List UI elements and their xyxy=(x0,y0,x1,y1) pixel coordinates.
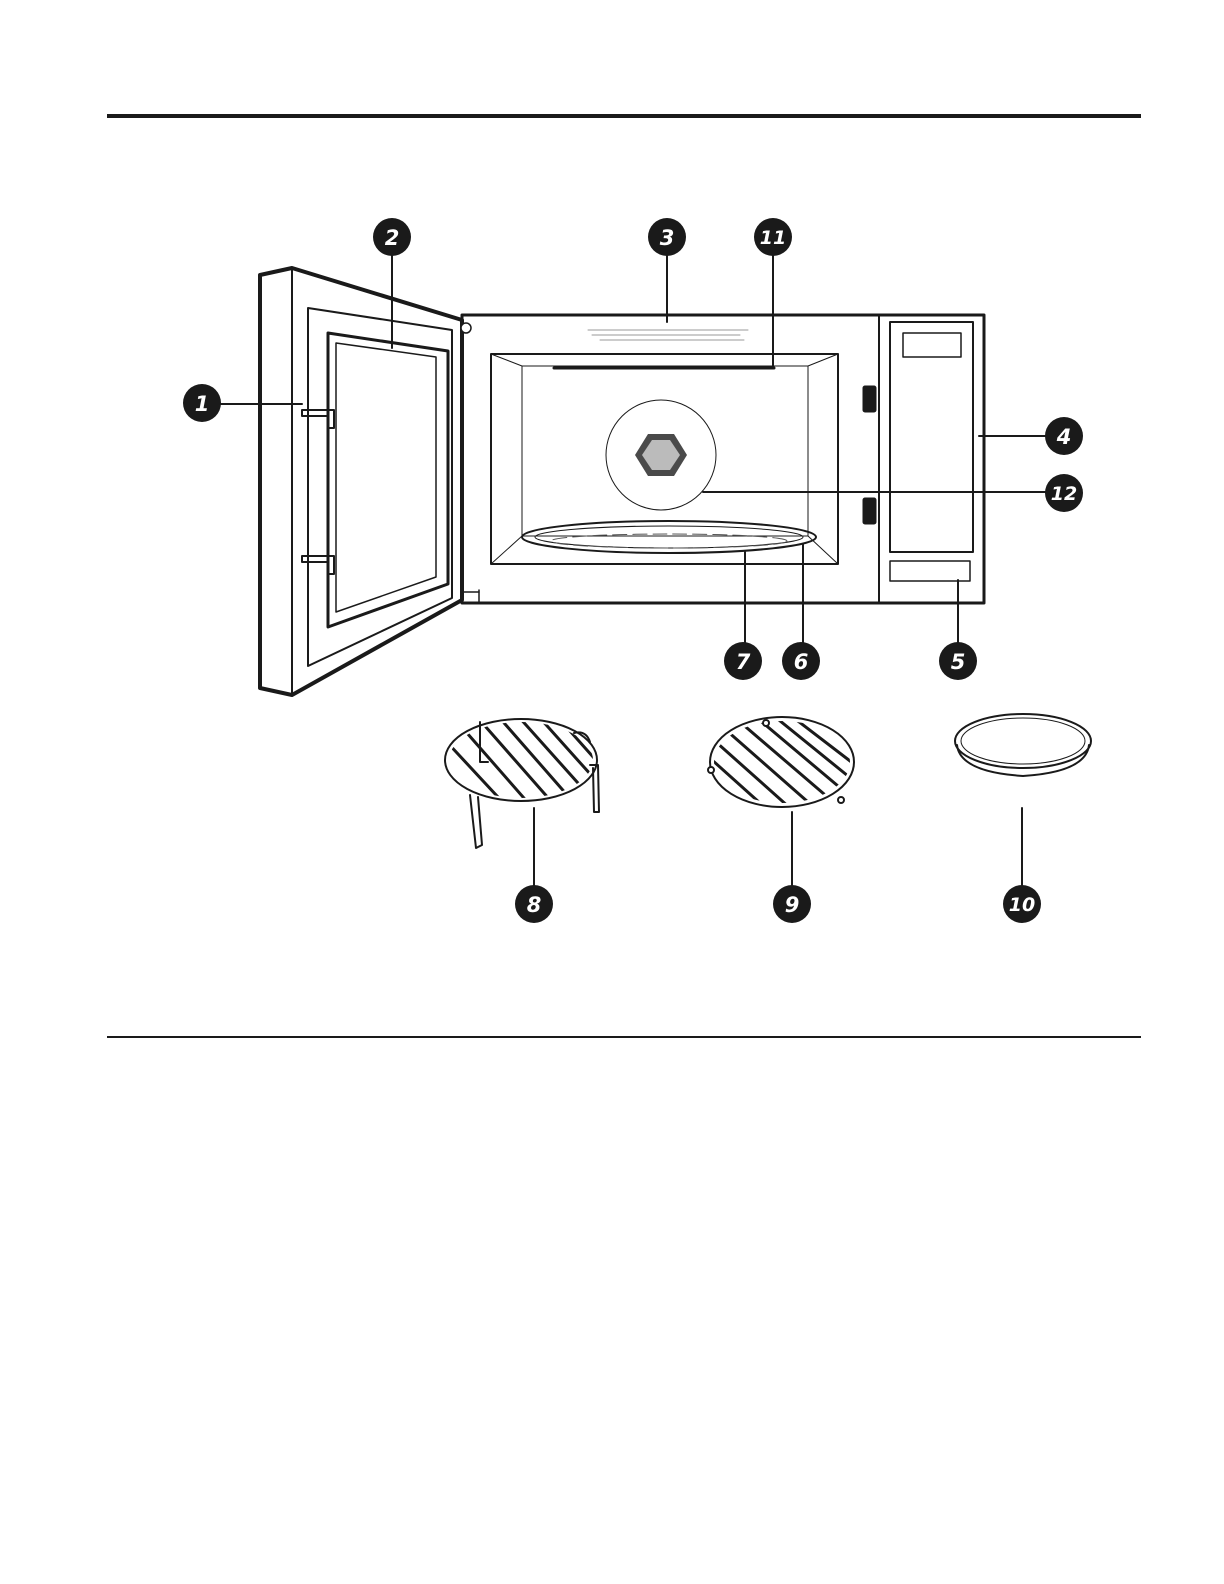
high-rack xyxy=(445,716,610,848)
callout-label-10: 10 xyxy=(1009,894,1035,916)
interlock-slot-upper xyxy=(863,386,876,412)
callout-label-5: 5 xyxy=(951,650,966,674)
callout-5: 5 xyxy=(939,642,977,680)
callout-label-4: 4 xyxy=(1056,425,1072,449)
callout-8: 8 xyxy=(515,885,553,923)
callout-label-9: 9 xyxy=(785,893,800,917)
cabinet xyxy=(461,315,984,603)
callout-10: 10 xyxy=(1003,885,1041,923)
callout-9: 9 xyxy=(773,885,811,923)
callout-label-11: 11 xyxy=(760,227,786,249)
callout-1: 1 xyxy=(183,384,221,422)
callout-4: 4 xyxy=(1045,417,1083,455)
callout-6: 6 xyxy=(782,642,820,680)
callout-label-2: 2 xyxy=(385,226,400,250)
callout-3: 3 xyxy=(648,218,686,256)
callout-7: 7 xyxy=(724,642,762,680)
callout-12: 12 xyxy=(1045,474,1083,512)
door xyxy=(260,268,462,695)
callout-2: 2 xyxy=(373,218,411,256)
callout-label-3: 3 xyxy=(660,226,675,250)
baking-tray xyxy=(955,714,1091,776)
callout-label-7: 7 xyxy=(736,650,751,674)
callout-label-12: 12 xyxy=(1051,483,1077,505)
callout-label-1: 1 xyxy=(195,392,210,416)
low-rack xyxy=(708,716,854,812)
control-panel xyxy=(890,322,973,581)
rating-label xyxy=(588,330,748,340)
convection-fan-cover xyxy=(606,400,716,510)
turntable xyxy=(522,521,816,553)
callout-label-8: 8 xyxy=(527,893,542,917)
interlock-slot-lower xyxy=(863,498,876,524)
callout-label-6: 6 xyxy=(794,650,809,674)
callout-11: 11 xyxy=(754,218,792,256)
